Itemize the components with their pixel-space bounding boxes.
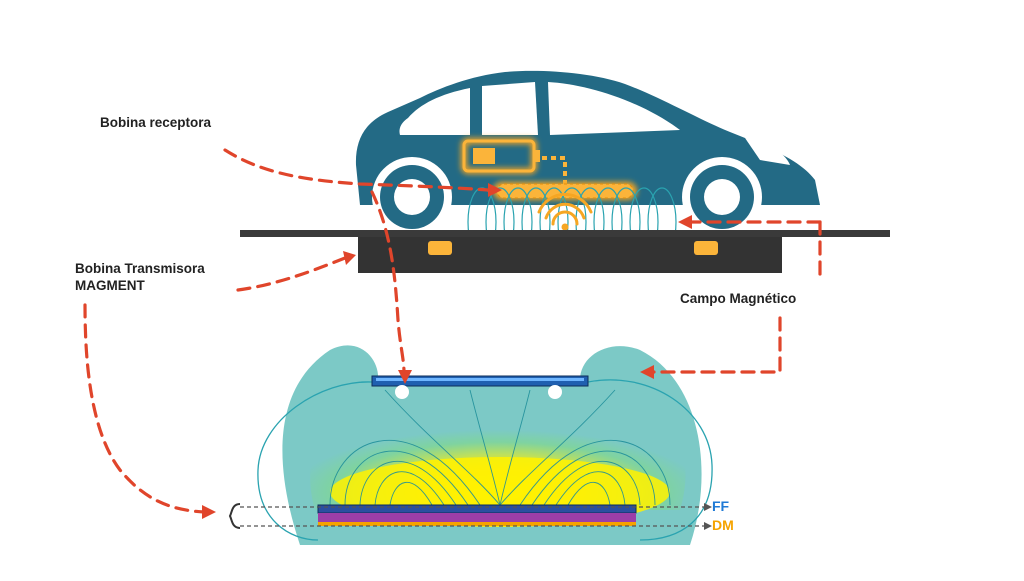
field-contours (329, 389, 671, 506)
ground-light-right (694, 241, 718, 255)
arrow-field-lower (650, 316, 782, 374)
label-transmitter-coil: Bobina Transmisora (75, 261, 205, 276)
road-surface (240, 230, 890, 237)
car-rear-window (399, 88, 470, 135)
label-magnetic-field: Campo Magnético (680, 291, 797, 306)
car-side-window (482, 82, 538, 135)
field-loop-right (587, 379, 713, 541)
label-dm: DM (712, 517, 734, 533)
field-simulation (228, 345, 713, 545)
pointer-arrows (83, 148, 822, 514)
arrow-to-transmitter (236, 256, 347, 292)
car-headlight (745, 138, 790, 165)
car (355, 70, 820, 237)
ground-light-left (428, 241, 452, 255)
arrow-transmitter-to-stack (83, 303, 206, 514)
battery-icon (461, 138, 540, 174)
arrow-to-receiver-coil (223, 148, 490, 192)
label-transmitter-brand: MAGMENT (75, 278, 145, 293)
ff-layer (317, 504, 637, 514)
battery-wire (542, 156, 567, 186)
arrow-heads (202, 183, 692, 519)
arrow-receiver-to-plate (370, 190, 406, 374)
rear-wheel (372, 157, 452, 237)
field-loop-left (257, 381, 373, 541)
layer-brace (228, 503, 241, 529)
label-receiver-coil: Bobina receptora (100, 115, 212, 130)
car-front-window (548, 82, 680, 135)
label-ff: FF (712, 498, 730, 514)
wireless-icon (537, 192, 593, 231)
ground-slab (358, 237, 782, 273)
front-wheel (682, 157, 762, 237)
